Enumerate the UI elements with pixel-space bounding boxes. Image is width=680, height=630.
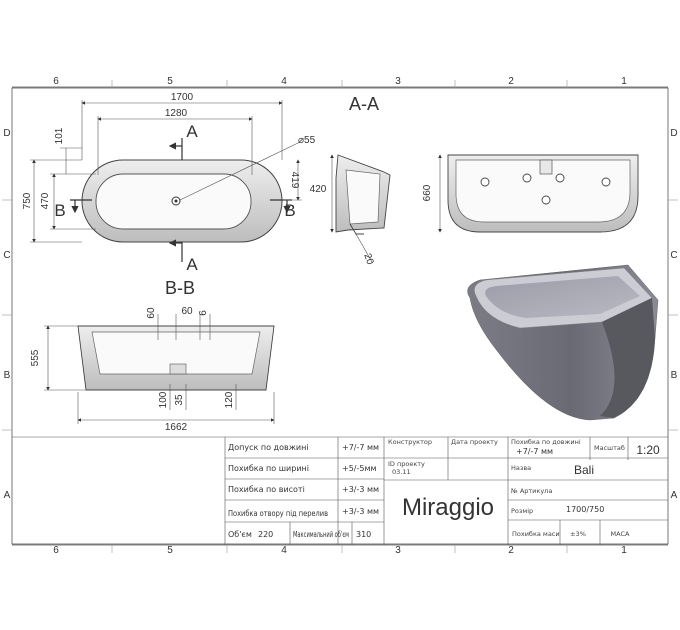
section-aa-title: A-A [349, 94, 379, 114]
table-row-value: +7/-7 мм [342, 443, 379, 452]
row-label-right: A [671, 490, 678, 501]
article-label: № Артикула [510, 487, 552, 495]
col-label-top: 2 [508, 76, 514, 87]
brand-logo: Miraggio [402, 494, 494, 521]
mass-label: Похибка маси [512, 530, 560, 538]
mass-unit: МАСА [610, 530, 630, 538]
dim-bb-60: 60 [181, 306, 193, 317]
volume-value: 220 [258, 530, 273, 539]
col-label-bottom: 1 [621, 545, 627, 556]
section-bb-title: B-B [165, 278, 195, 298]
dim-bb-bottom: 1662 [165, 422, 188, 433]
dim-bb-60: 60 [146, 307, 157, 319]
col-label-bottom: 4 [281, 545, 287, 556]
section-label-a: A [186, 255, 198, 274]
spec-table-text: Допуск по довжині +7/-7 мм Похибка по ши… [228, 438, 660, 539]
col-label-bottom: 2 [508, 545, 514, 556]
zone-dividers [2, 80, 678, 553]
col-label-bottom: 6 [53, 545, 59, 556]
table-row-value: +3/-3 мм [342, 485, 379, 494]
dim-rim: 101 [54, 127, 65, 144]
designer-label: Конструктор [388, 438, 432, 446]
col-label-top: 1 [621, 76, 627, 87]
section-bb-view: B-B 555 60 60 6 100 35 120 1662 [30, 278, 275, 433]
dim-width: 750 [22, 192, 33, 209]
scale-value: 1:20 [636, 443, 660, 457]
row-label-left: C [3, 250, 10, 261]
row-label-right: D [670, 128, 677, 139]
col-label-bottom: 3 [395, 545, 401, 556]
max-volume-label: Максимальний об'єм [293, 530, 349, 539]
size-value: 1700/750 [566, 505, 604, 514]
dim-inner-length: 1280 [165, 108, 188, 119]
section-aa-view: A-A 420 20 [310, 94, 391, 267]
max-volume-value: 310 [356, 530, 371, 539]
dim-bb-120: 120 [224, 391, 235, 408]
row-label-left: D [3, 128, 10, 139]
name-value: Bali [574, 463, 594, 477]
dim-aa-height: 420 [310, 184, 327, 195]
dim-bb-6: 6 [198, 310, 209, 316]
date-label: Дата проекту [451, 438, 498, 446]
row-label-right: C [670, 250, 677, 261]
drawing-frame [11, 86, 669, 546]
dim-side-height: 660 [422, 184, 433, 201]
table-row-label: Похибка по висоті [228, 485, 305, 494]
dim-length: 1700 [171, 92, 194, 103]
table-row-value: +3/-3 мм [342, 507, 379, 516]
dim-aa-wall: 20 [361, 252, 375, 267]
section-label-b: B [284, 201, 295, 220]
project-id-value: 03.11 [392, 468, 411, 476]
table-row-label: Похибка отвору під перелив [228, 509, 328, 518]
side-view: 660 [422, 154, 639, 233]
length-tolerance-label: Похибка по довжині [511, 438, 581, 446]
row-label-left: B [4, 370, 11, 381]
dim-bb-depth: 555 [30, 349, 41, 366]
bathtub-3d-render [467, 264, 659, 421]
section-label-b: B [54, 201, 65, 220]
dim-inner-width: 470 [40, 192, 51, 209]
project-id-label: ID проекту [388, 460, 425, 468]
volume-label: Об'єм [228, 530, 252, 539]
col-label-bottom: 5 [167, 545, 173, 556]
table-row-value: +5/-5мм [342, 464, 377, 473]
length-tolerance-value: +7/-7 мм [516, 447, 553, 456]
spec-table [12, 436, 668, 545]
table-row-label: Допуск по довжині [228, 443, 309, 452]
name-label: Назва [511, 464, 531, 472]
dim-bb-100: 100 [158, 391, 169, 408]
scale-label: Масштаб [594, 444, 625, 452]
row-label-left: A [4, 490, 11, 501]
mass-value: ±3% [570, 530, 586, 538]
top-view: 1700 1280 750 470 101 419 ⌀55 A A B B [22, 92, 316, 274]
size-label: Розмір [511, 507, 533, 515]
dim-hole: ⌀55 [298, 135, 316, 146]
section-label-a: A [186, 122, 198, 141]
col-label-top: 3 [395, 76, 401, 87]
dim-drain: 419 [289, 172, 300, 189]
col-label-top: 5 [167, 76, 173, 87]
dim-bb-35: 35 [174, 394, 185, 406]
col-label-top: 6 [53, 76, 59, 87]
table-row-label: Похибка по ширині [228, 464, 309, 473]
row-label-right: B [671, 370, 678, 381]
col-label-top: 4 [281, 76, 287, 87]
